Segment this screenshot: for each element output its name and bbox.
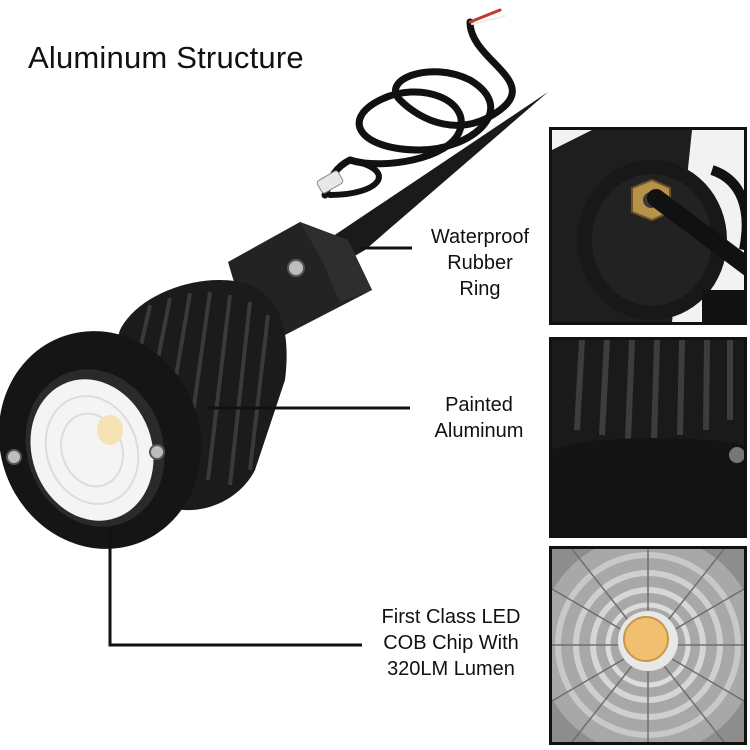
front-bezel: [0, 331, 202, 549]
callout-text: Waterproof: [430, 226, 530, 248]
callout-text: COB Chip With: [383, 632, 519, 654]
painted-aluminum-label: Painted Aluminum: [416, 392, 542, 444]
led-chip-label: First Class LED COB Chip With 320LM Lume…: [366, 604, 536, 682]
image-title: Aluminum Structure: [28, 40, 304, 75]
waterproof-rubber-ring-label: Waterproof Rubber Ring: [412, 224, 548, 302]
cob-chip: [624, 617, 668, 661]
power-cable: [321, 8, 516, 199]
detail-panel-rubber-ring: [549, 127, 747, 325]
callout-text: Painted: [445, 394, 513, 416]
callout-text: Ring: [459, 278, 501, 300]
detail-panel-painted-aluminum: [549, 337, 747, 538]
callout-text: First Class LED: [381, 606, 521, 628]
callout-lines: [108, 246, 412, 647]
bezel-screw: [149, 444, 165, 460]
detail-panel-led-chip: [549, 546, 747, 745]
led-chip: [97, 415, 123, 445]
callout-text: Rubber: [447, 252, 513, 274]
bezel-screw: [6, 449, 22, 465]
callout-text: Aluminum: [434, 420, 524, 442]
cable-connector: [316, 170, 344, 194]
cable: [647, 189, 744, 276]
led-callout-line: [108, 530, 362, 647]
callout-text: 320LM Lumen: [387, 658, 515, 680]
bracket-screw: [287, 259, 305, 277]
